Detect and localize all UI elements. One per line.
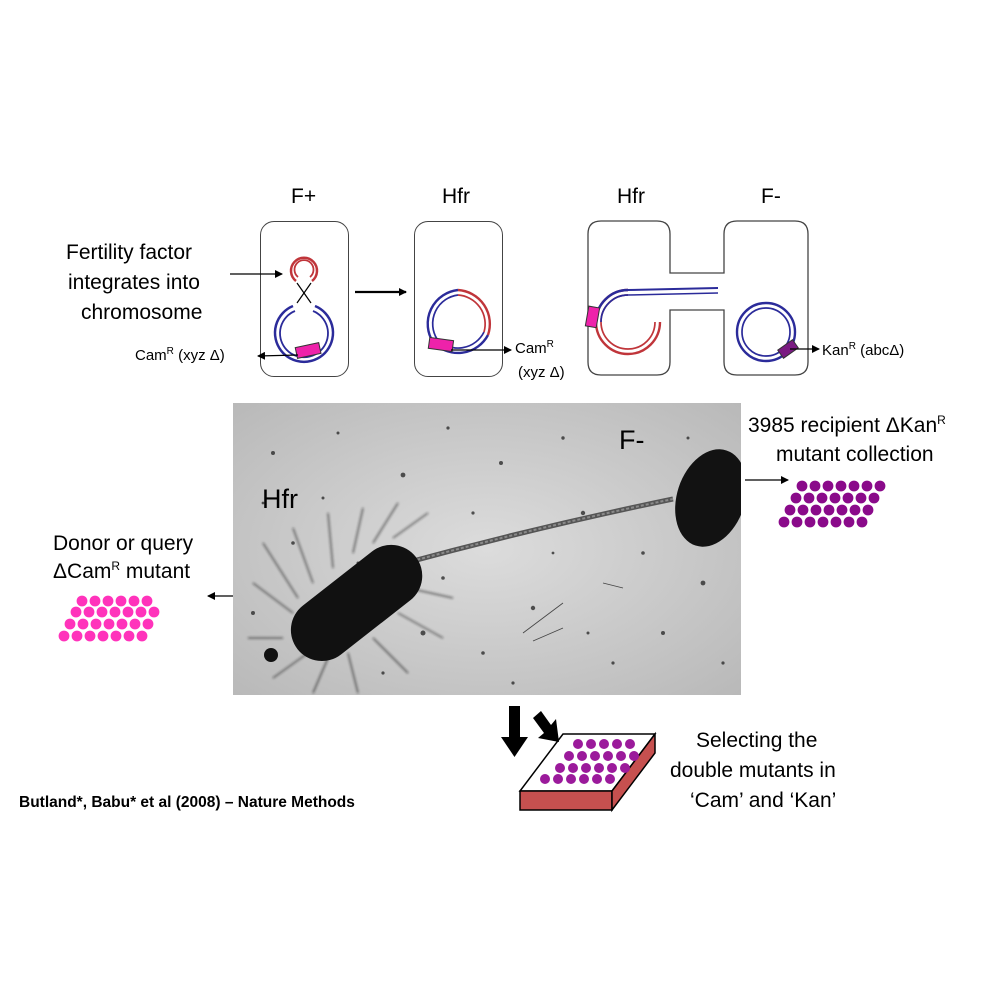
fertility-label-line2: integrates into xyxy=(68,271,200,294)
photo-hfr-label: Hfr xyxy=(262,484,298,514)
kan-label: KanR (abcΔ) xyxy=(822,341,905,359)
mating-pair-outline xyxy=(587,220,809,376)
fplus-cam-arrow xyxy=(257,351,299,360)
mating-cam-marker xyxy=(584,305,601,329)
recipient-label-line2: mutant collection xyxy=(776,443,934,466)
fplus-cam-label: CamR (xyz Δ) xyxy=(135,346,225,364)
mating-hfr-chromosome xyxy=(594,287,719,356)
citation: Butland*, Babu* et al (2008) – Nature Me… xyxy=(19,794,355,811)
selection-plate xyxy=(518,731,657,813)
photo-fminus-label: F- xyxy=(619,425,645,455)
stage-label-fminus: F- xyxy=(761,185,781,208)
donor-colony-grid xyxy=(58,595,160,642)
stage-label-mating-hfr: Hfr xyxy=(617,185,645,208)
fminus-kan-marker xyxy=(777,339,799,359)
hfr-cam-label: CamR xyxy=(515,339,554,357)
selection-label-line1: Selecting the xyxy=(696,729,818,752)
stage-label-fplus: F+ xyxy=(291,185,317,208)
fertility-label-line3: chromosome xyxy=(81,301,203,324)
plate-arrows xyxy=(501,706,559,757)
selection-label-line3: ‘Cam’ and ‘Kan’ xyxy=(690,789,837,812)
fertility-factor-plasmid xyxy=(289,256,319,282)
hfr-cam-label-line2: (xyz Δ) xyxy=(518,364,565,381)
conjugation-micrograph xyxy=(233,403,741,695)
donor-label-line1: Donor or query xyxy=(53,532,194,555)
donor-label-line2: ΔCamR mutant xyxy=(53,559,191,583)
fertility-label-line1: Fertility factor xyxy=(66,241,193,264)
recipient-label-line1: 3985 recipient ΔKanR xyxy=(748,413,946,437)
hfr-cam-marker xyxy=(427,336,455,353)
crossover-lines xyxy=(296,282,312,304)
selection-label-line2: double mutants in xyxy=(670,759,836,782)
hfr-cell xyxy=(414,221,503,377)
fminus-chromosome xyxy=(735,301,797,363)
stage-label-hfr: Hfr xyxy=(442,185,470,208)
fplus-cam-marker xyxy=(294,342,322,359)
recipient-colony-grid xyxy=(778,480,886,528)
